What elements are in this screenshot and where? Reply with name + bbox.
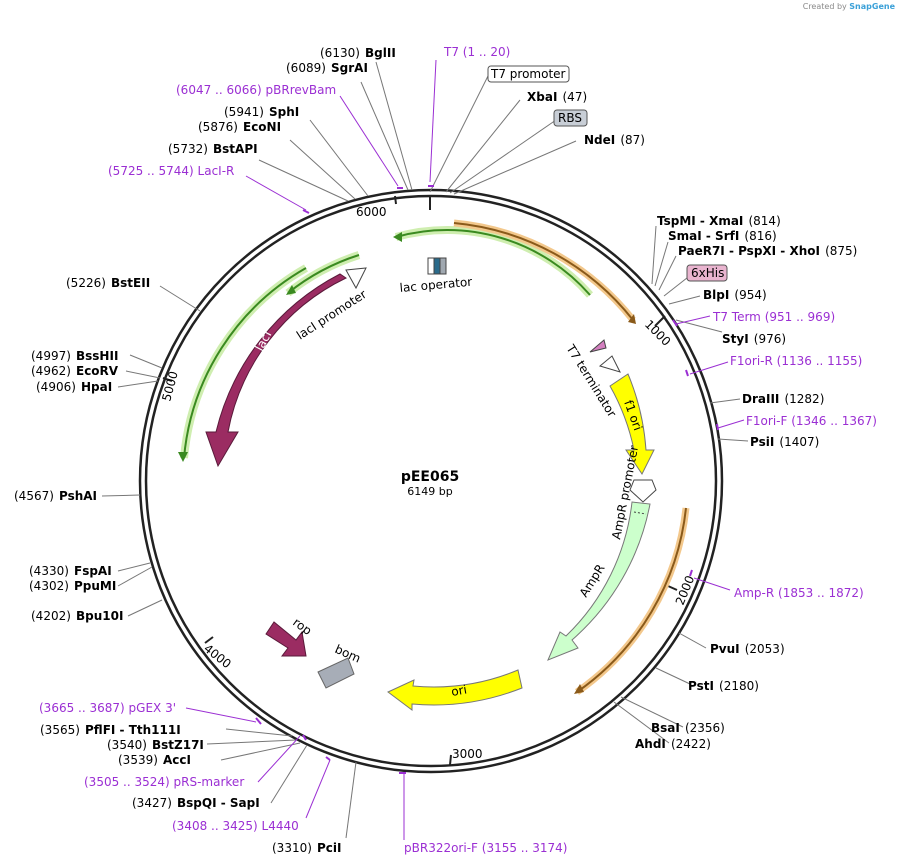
f1-ori-feature (609, 373, 655, 475)
site-psii: PsiI (1407) (750, 431, 819, 450)
t7-promoter-label: T7 promoter (490, 67, 566, 81)
primer-pbrrevbam: (6047 .. 6066) pBRrevBam (176, 83, 336, 97)
primer-t7: T7 (1 .. 20) (443, 45, 510, 59)
site-ahdi: AhdI (2422) (635, 733, 711, 752)
orf-arc-right (453, 222, 634, 321)
site-sphi: (5941) SphI (224, 101, 299, 120)
laci-promoter-feature (345, 267, 367, 290)
rbs-box (553, 109, 588, 127)
t7-promoter-box (487, 65, 570, 83)
site-ndei: NdeI (87) (584, 129, 645, 148)
site-ecorv: (4962) EcoRV (31, 360, 119, 379)
site-pshai: (4567) PshAI (14, 485, 97, 504)
lac-operator-feature (433, 257, 441, 275)
ori-label: ori (450, 682, 468, 698)
primer-marks (255, 185, 719, 774)
his-tag-label: 6xHis (691, 266, 724, 280)
primer-leaders (185, 59, 745, 840)
snapgene-credit: Created by SnapGene (802, 2, 895, 11)
site-tspmi-xmai: TspMI - XmaI (814) (657, 210, 781, 229)
laci-feature (205, 273, 348, 468)
primer-amp-r: Amp-R (1853 .. 1872) (734, 586, 864, 600)
t7-terminator-label: T7 terminator (563, 341, 619, 419)
site-styi: StyI (976) (722, 328, 786, 347)
site-bsteii: (5226) BstEII (66, 272, 150, 291)
site-fspai: (4330) FspAI (29, 560, 112, 579)
ori-feature (387, 669, 523, 711)
orf-arc-left (183, 267, 307, 459)
site-xbai: XbaI (47) (527, 86, 587, 105)
site-bsshii: (4997) BssHII (31, 345, 118, 364)
orf-arc-bottom (576, 507, 687, 693)
site-blpi: BlpI (954) (703, 284, 767, 303)
site-draiii: DraIII (1282) (742, 388, 824, 407)
primer-f1ori-f: F1ori-F (1346 .. 1367) (746, 414, 877, 428)
bom-feature (317, 657, 355, 689)
ampr-promoter-feature (629, 479, 657, 503)
orf-arc-top (395, 229, 591, 296)
site-acci: (3539) AccI (118, 749, 191, 768)
primer-l4440: (3408 .. 3425) L4440 (172, 819, 299, 833)
tick-marks (162, 195, 678, 766)
leader-lines (101, 61, 749, 839)
primer-pbr322ori-f: pBR322ori-F (3155 .. 3174) (404, 841, 567, 855)
site-sgrai: (6089) SgrAI (286, 57, 368, 76)
site-pcii: (3310) PciI (272, 837, 342, 856)
lac-operator-label: lac operator (399, 275, 473, 295)
tick-label-3000: 3000 (452, 747, 483, 761)
primer-t7-term: T7 Term (951 .. 969) (712, 310, 835, 324)
his-tag-box (686, 264, 728, 282)
primer-pgex-3: (3665 .. 3687) pGEX 3' (39, 701, 176, 715)
rop-feature (265, 621, 307, 657)
site-bsai: BsaI (2356) (651, 717, 725, 736)
t7-terminator-feature (589, 339, 607, 353)
site-bglii: (6130) BglII (320, 42, 396, 61)
primer-prs-marker: (3505 .. 3524) pRS-marker (84, 775, 244, 789)
site-bstz17i: (3540) BstZ17I (107, 734, 204, 753)
site-bspqi-sapi: (3427) BspQI - SapI (132, 792, 260, 811)
site-psti: PstI (2180) (688, 675, 759, 694)
site-econi: (5876) EcoNI (198, 116, 281, 135)
orf-arc-right-glow (453, 219, 636, 323)
plasmid-name: pEE065 (401, 469, 459, 485)
snapgene-logo: SnapGene (849, 2, 895, 11)
primer-f1ori-r: F1ori-R (1136 .. 1155) (730, 354, 862, 368)
site-pvui: PvuI (2053) (710, 638, 785, 657)
site-bstapi: (5732) BstAPI (168, 138, 258, 157)
tick-label-5000: 5000 (159, 370, 180, 403)
site-pflfi-tth111i: (3565) PflFI - Tth111I (40, 719, 181, 738)
primer-laci-r: (5725 .. 5744) LacI-R (108, 164, 234, 178)
site-smai-srfi: SmaI - SrfI (816) (668, 225, 777, 244)
site-ppumi: (4302) PpuMI (29, 575, 116, 594)
site-paer7i-pspxi-xhoi: PaeR7I - PspXI - XhoI (875) (678, 240, 857, 259)
rbs-label: RBS (558, 111, 582, 125)
tick-label-6000: 6000 (356, 205, 387, 219)
rop-label: rop (290, 615, 314, 638)
plasmid-size: 6149 bp (407, 485, 452, 498)
site-bpu10i: (4202) Bpu10I (31, 605, 123, 624)
ampr-feature (547, 501, 651, 661)
site-hpai: (4906) HpaI (36, 376, 112, 395)
